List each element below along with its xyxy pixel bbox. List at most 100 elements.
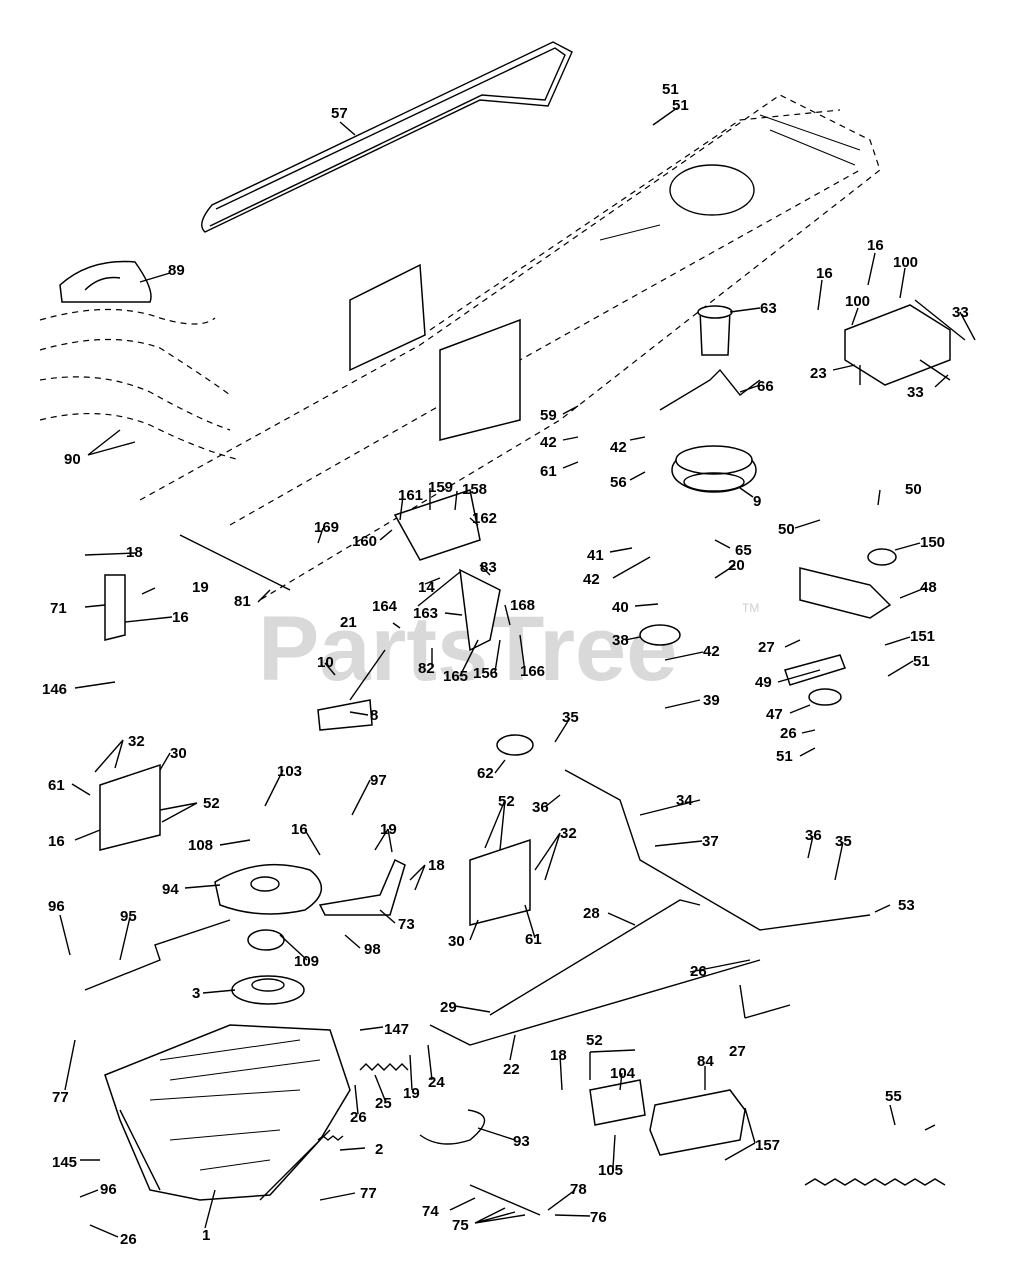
callout-label: 30 [448, 933, 465, 950]
pto-clutch [659, 305, 761, 493]
callout-label: 16 [172, 609, 189, 626]
callout-label: 33 [907, 384, 924, 401]
callout-label: 49 [755, 674, 772, 691]
callout-label: 145 [52, 1154, 77, 1171]
idler-pulley [808, 688, 842, 706]
callout-label: 77 [360, 1185, 377, 1202]
callout-label: 26 [120, 1231, 137, 1248]
rod-34 [564, 769, 871, 931]
callout-label: 52 [586, 1032, 603, 1049]
transaxle [104, 1024, 351, 1201]
callout-label: 48 [920, 579, 937, 596]
callout-label: 42 [703, 643, 720, 660]
callout-label: 28 [583, 905, 600, 922]
idler-bracket [784, 654, 846, 686]
callout-label: 73 [398, 916, 415, 933]
callout-label: 10 [317, 654, 334, 671]
callout-label: 35 [562, 709, 579, 726]
bracket-104 [589, 1079, 646, 1126]
callout-label: 100 [845, 293, 870, 310]
callout-label: 35 [835, 833, 852, 850]
callout-label: 42 [540, 434, 557, 451]
lever-8 [317, 699, 373, 731]
callout-label: 156 [473, 665, 498, 682]
callout-label: 55 [885, 1088, 902, 1105]
callout-label: 147 [384, 1021, 409, 1038]
callout-label: 42 [583, 571, 600, 588]
seat-panel [39, 260, 241, 461]
transaxle-fan [214, 863, 322, 1005]
bracket-84 [649, 1089, 746, 1156]
spring-55 [804, 1124, 946, 1186]
callout-label: 38 [612, 632, 629, 649]
callout-label: 16 [291, 821, 308, 838]
callout-label: 96 [100, 1181, 117, 1198]
callout-label: 33 [952, 304, 969, 321]
callout-label: 57 [331, 105, 348, 122]
rod-28 [489, 899, 701, 1016]
callout-label: 109 [294, 953, 319, 970]
callout-label: 164 [372, 598, 398, 615]
callout-label: 151 [910, 628, 935, 645]
callout-label: 51 [662, 81, 679, 98]
callout-label: 26 [780, 725, 797, 742]
callout-label: 61 [525, 931, 542, 948]
callout-label: 66 [757, 378, 774, 395]
callout-label: 146 [42, 681, 67, 698]
callout-label: 25 [375, 1095, 392, 1112]
callout-label: 77 [52, 1089, 69, 1106]
callout-label: 16 [48, 833, 65, 850]
callout-label: 100 [893, 254, 918, 271]
callout-label: 71 [50, 600, 67, 617]
callout-label: 162 [472, 510, 497, 527]
callout-label: 24 [428, 1074, 445, 1091]
callout-label: 161 [398, 487, 423, 504]
axle-bracket-left [99, 763, 161, 851]
callout-label: 52 [498, 793, 515, 810]
callout-label: 93 [513, 1133, 530, 1150]
callout-label: 165 [443, 668, 468, 685]
callout-label: 56 [610, 474, 627, 491]
callout-label: 81 [234, 593, 251, 610]
callout-label: 47 [766, 706, 783, 723]
callout-label: 95 [120, 908, 137, 925]
callout-label: 22 [503, 1061, 520, 1078]
callout-label: 104 [610, 1065, 636, 1082]
callout-label: 37 [702, 833, 719, 850]
callout-label: 150 [920, 534, 945, 551]
callout-label: 34 [676, 792, 693, 809]
callout-label: 1 [202, 1227, 210, 1244]
callout-label: 20 [728, 557, 745, 574]
callout-label: 16 [816, 265, 833, 282]
callout-label: 42 [610, 439, 627, 456]
callout-label: 75 [452, 1217, 469, 1234]
callout-label: 8 [370, 707, 378, 724]
callout-label: 51 [776, 748, 793, 765]
callout-label: 18 [428, 857, 445, 874]
callout-label: 29 [440, 999, 457, 1016]
callout-label: 94 [162, 881, 179, 898]
callout-label: 65 [735, 542, 752, 559]
callout-label: 27 [758, 639, 775, 656]
spring-93 [419, 1109, 486, 1145]
callout-label: 166 [520, 663, 545, 680]
callout-label: 32 [560, 825, 577, 842]
callout-label: 159 [428, 479, 453, 496]
callout-label: 98 [364, 941, 381, 958]
idler-pulley [639, 624, 681, 646]
bracket-74 [469, 1184, 541, 1216]
callout-label: 36 [532, 799, 549, 816]
rod-95 [84, 919, 231, 991]
axle-bracket-mid [469, 838, 531, 926]
callout-label: 23 [810, 365, 827, 382]
callout-label: 168 [510, 597, 535, 614]
callout-label: 97 [370, 772, 387, 789]
callout-label: 19 [403, 1085, 420, 1102]
callout-label: 32 [128, 733, 145, 750]
callout-label: 40 [612, 599, 629, 616]
bracket-73 [318, 858, 406, 916]
callout-label: 26 [690, 963, 707, 980]
callout-label: 18 [126, 544, 143, 561]
bracket-71 [104, 574, 126, 641]
callout-labels: 57 51 51 89 63 16 100 16 100 33 23 33 66… [42, 81, 969, 1248]
